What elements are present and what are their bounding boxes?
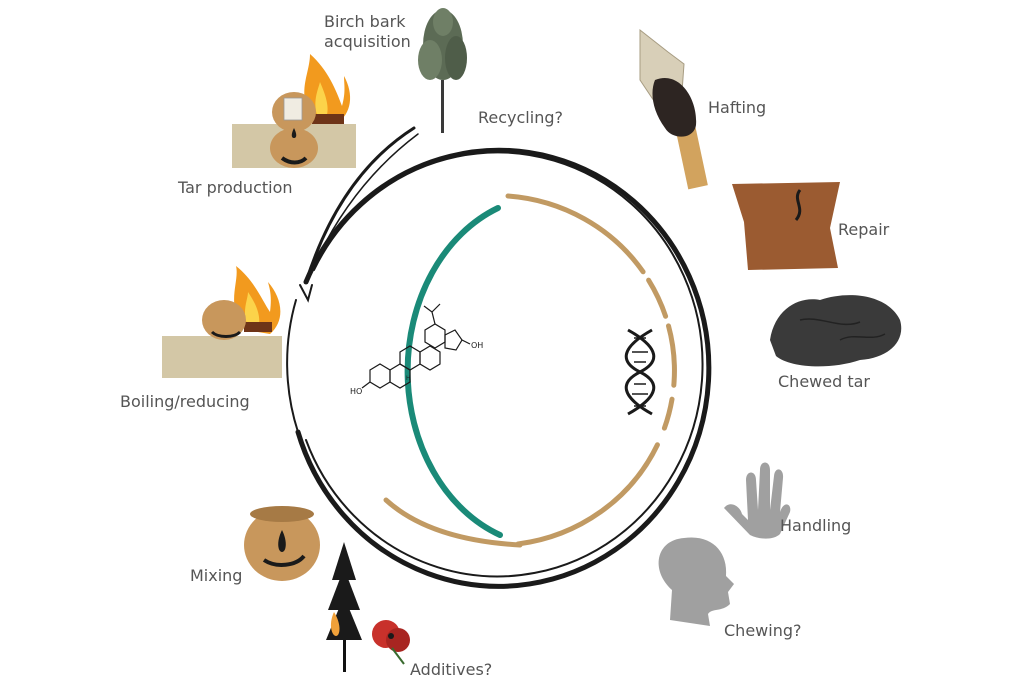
label-handling: Handling bbox=[780, 516, 852, 535]
label-boiling-reducing: Boiling/reducing bbox=[120, 392, 250, 411]
poppy-icon bbox=[372, 620, 410, 665]
hand-icon bbox=[724, 462, 791, 539]
head-profile-icon bbox=[658, 537, 734, 626]
tar-production-icon bbox=[232, 54, 356, 168]
label-birch-bark-acquisition: Birch bark acquisition bbox=[324, 12, 411, 51]
molecule-h-mark: H bbox=[406, 375, 411, 382]
label-mixing: Mixing bbox=[190, 566, 243, 585]
cycle-arrow-outer bbox=[286, 147, 712, 589]
label-tar-production: Tar production bbox=[178, 178, 293, 197]
label-recycling: Recycling? bbox=[478, 108, 563, 127]
molecule-oh-left: HO bbox=[350, 387, 362, 396]
hafting-icon bbox=[639, 28, 708, 190]
conifer-tree-icon bbox=[326, 542, 362, 672]
molecule-oh-right: OH bbox=[471, 341, 483, 350]
teal-arc bbox=[404, 205, 503, 538]
molecule-structure bbox=[361, 303, 471, 389]
label-repair: Repair bbox=[838, 220, 890, 239]
dna-icon bbox=[624, 328, 656, 416]
label-chewed-tar: Chewed tar bbox=[778, 372, 870, 391]
label-chewing: Chewing? bbox=[724, 621, 802, 640]
chewed-tar-icon bbox=[770, 295, 902, 367]
cycle-arrow-to-tree bbox=[304, 126, 419, 284]
mixing-pot-icon bbox=[244, 506, 320, 581]
birch-tree-icon bbox=[418, 8, 467, 133]
tan-arc-bottom bbox=[383, 497, 523, 548]
repair-pot-icon bbox=[732, 182, 840, 270]
label-hafting: Hafting bbox=[708, 98, 767, 117]
tan-arc-right bbox=[505, 193, 677, 547]
boiling-icon bbox=[162, 266, 282, 378]
label-additives: Additives? bbox=[410, 660, 493, 679]
